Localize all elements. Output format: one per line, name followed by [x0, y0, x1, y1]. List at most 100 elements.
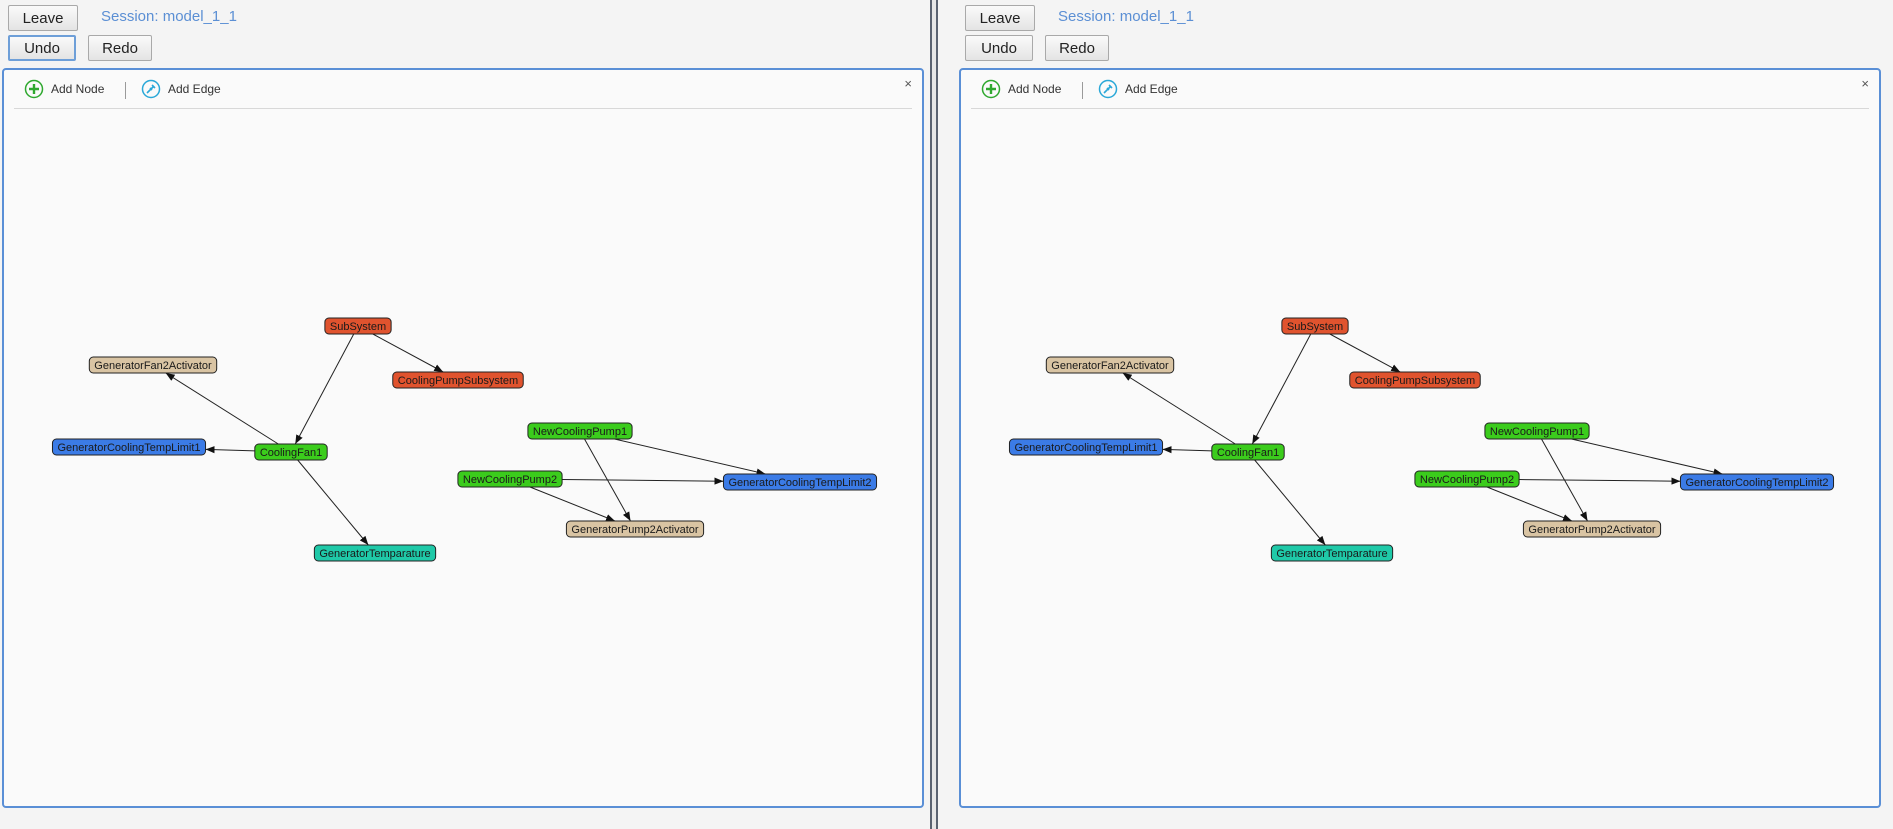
- node-label: GeneratorCoolingTempLimit2: [728, 477, 871, 489]
- node-label: NewCoolingPump2: [463, 474, 557, 486]
- node-box[interactable]: [565, 520, 705, 538]
- leave-button[interactable]: Leave: [965, 5, 1035, 31]
- edge-CoolingFan1-GeneratorCoolingTempLimit1[interactable]: [205, 446, 255, 454]
- redo-button[interactable]: Redo: [88, 35, 152, 61]
- node-NewCoolingPump2[interactable]: NewCoolingPump2: [457, 470, 563, 488]
- undo-button[interactable]: Undo: [8, 35, 76, 61]
- close-icon[interactable]: ×: [904, 76, 912, 91]
- node-GeneratorTemparature[interactable]: GeneratorTemparature: [1270, 544, 1394, 562]
- node-label: CoolingFan1: [260, 447, 322, 459]
- node-box[interactable]: [254, 443, 328, 461]
- graph-svg: SubSystemGeneratorFan2ActivatorCoolingPu…: [1008, 317, 1835, 562]
- edge-NewCoolingPump2-GeneratorPump2Activator[interactable]: [1486, 486, 1573, 522]
- node-box[interactable]: [324, 317, 392, 335]
- node-box[interactable]: [1522, 520, 1662, 538]
- node-NewCoolingPump1[interactable]: NewCoolingPump1: [527, 422, 633, 440]
- node-label: GeneratorCoolingTempLimit2: [1685, 477, 1828, 489]
- node-label: GeneratorTemparature: [1276, 548, 1387, 560]
- leave-button[interactable]: Leave: [8, 5, 78, 31]
- node-label: GeneratorFan2Activator: [1051, 360, 1169, 372]
- node-box[interactable]: [527, 422, 633, 440]
- node-box[interactable]: [722, 473, 878, 491]
- edge-CoolingFan1-GeneratorTemparature[interactable]: [1254, 459, 1326, 546]
- node-NewCoolingPump2[interactable]: NewCoolingPump2: [1414, 470, 1520, 488]
- node-box[interactable]: [1281, 317, 1349, 335]
- node-label: GeneratorCoolingTempLimit1: [1014, 442, 1157, 454]
- node-label: GeneratorCoolingTempLimit1: [57, 442, 200, 454]
- node-box[interactable]: [457, 470, 563, 488]
- node-box[interactable]: [313, 544, 437, 562]
- edge-NewCoolingPump1-GeneratorCoolingTempLimit2[interactable]: [614, 438, 766, 476]
- node-GeneratorPump2Activator[interactable]: GeneratorPump2Activator: [565, 520, 705, 538]
- node-GeneratorCoolingTempLimit2[interactable]: GeneratorCoolingTempLimit2: [722, 473, 878, 491]
- node-SubSystem[interactable]: SubSystem: [1281, 317, 1349, 335]
- node-box[interactable]: [1679, 473, 1835, 491]
- node-box[interactable]: [1211, 443, 1285, 461]
- node-box[interactable]: [88, 356, 218, 374]
- node-box[interactable]: [392, 371, 524, 389]
- node-box[interactable]: [1045, 356, 1175, 374]
- edge-NewCoolingPump2-GeneratorCoolingTempLimit2[interactable]: [562, 477, 724, 485]
- toolbar-separator: [125, 82, 126, 99]
- add-edge-tool[interactable]: Add Edge: [141, 78, 221, 100]
- node-label: NewCoolingPump2: [1420, 474, 1514, 486]
- edge-NewCoolingPump1-GeneratorCoolingTempLimit2[interactable]: [1571, 438, 1723, 476]
- node-CoolingFan1[interactable]: CoolingFan1: [254, 443, 328, 461]
- node-GeneratorFan2Activator[interactable]: GeneratorFan2Activator: [1045, 356, 1175, 374]
- toolbar-separator: [1082, 82, 1083, 99]
- node-CoolingPumpSubsystem[interactable]: CoolingPumpSubsystem: [1349, 371, 1481, 389]
- edge-SubSystem-CoolingPumpSubsystem[interactable]: [372, 333, 444, 373]
- node-NewCoolingPump1[interactable]: NewCoolingPump1: [1484, 422, 1590, 440]
- undo-button[interactable]: Undo: [965, 35, 1033, 61]
- node-GeneratorFan2Activator[interactable]: GeneratorFan2Activator: [88, 356, 218, 374]
- edge-CoolingFan1-GeneratorFan2Activator[interactable]: [1122, 372, 1236, 445]
- add-node-tool[interactable]: Add Node: [981, 78, 1061, 100]
- node-box[interactable]: [1270, 544, 1394, 562]
- edge-CoolingFan1-GeneratorFan2Activator[interactable]: [165, 372, 279, 445]
- node-label: GeneratorPump2Activator: [571, 524, 699, 536]
- node-label: GeneratorPump2Activator: [1528, 524, 1656, 536]
- node-GeneratorCoolingTempLimit1[interactable]: GeneratorCoolingTempLimit1: [1008, 438, 1164, 456]
- node-label: SubSystem: [1287, 321, 1343, 333]
- add-node-tool[interactable]: Add Node: [24, 78, 104, 100]
- left-editor-pane: Leave Session: model_1_1 Undo Redo Add N…: [0, 0, 930, 829]
- node-CoolingFan1[interactable]: CoolingFan1: [1211, 443, 1285, 461]
- node-label: NewCoolingPump1: [533, 426, 627, 438]
- node-label: CoolingPumpSubsystem: [1355, 375, 1475, 387]
- add-edge-tool[interactable]: Add Edge: [1098, 78, 1178, 100]
- node-box[interactable]: [1414, 470, 1520, 488]
- edge-SubSystem-CoolingPumpSubsystem[interactable]: [1329, 333, 1401, 373]
- node-CoolingPumpSubsystem[interactable]: CoolingPumpSubsystem: [392, 371, 524, 389]
- node-GeneratorCoolingTempLimit2[interactable]: GeneratorCoolingTempLimit2: [1679, 473, 1835, 491]
- session-label: Session: model_1_1: [1058, 8, 1194, 25]
- add-node-label: Add Node: [1008, 82, 1062, 96]
- node-box[interactable]: [1484, 422, 1590, 440]
- add-node-icon: [981, 79, 1001, 99]
- edge-SubSystem-CoolingFan1[interactable]: [1251, 333, 1312, 445]
- edge-CoolingFan1-GeneratorCoolingTempLimit1[interactable]: [1162, 446, 1212, 454]
- node-label: CoolingPumpSubsystem: [398, 375, 518, 387]
- node-label: CoolingFan1: [1217, 447, 1279, 459]
- node-SubSystem[interactable]: SubSystem: [324, 317, 392, 335]
- close-icon[interactable]: ×: [1861, 76, 1869, 91]
- edge-NewCoolingPump2-GeneratorCoolingTempLimit2[interactable]: [1519, 477, 1681, 485]
- node-box[interactable]: [1349, 371, 1481, 389]
- edge-NewCoolingPump2-GeneratorPump2Activator[interactable]: [529, 486, 616, 522]
- edge-SubSystem-CoolingFan1[interactable]: [294, 333, 355, 445]
- node-GeneratorPump2Activator[interactable]: GeneratorPump2Activator: [1522, 520, 1662, 538]
- graph-toolbar: Add Node Add Edge: [971, 70, 1869, 109]
- node-GeneratorTemparature[interactable]: GeneratorTemparature: [313, 544, 437, 562]
- node-label: GeneratorFan2Activator: [94, 360, 212, 372]
- add-edge-label: Add Edge: [1125, 82, 1178, 96]
- node-GeneratorCoolingTempLimit1[interactable]: GeneratorCoolingTempLimit1: [51, 438, 207, 456]
- redo-button[interactable]: Redo: [1045, 35, 1109, 61]
- node-box[interactable]: [51, 438, 207, 456]
- session-label: Session: model_1_1: [101, 8, 237, 25]
- node-box[interactable]: [1008, 438, 1164, 456]
- add-edge-icon: [141, 79, 161, 99]
- split-divider[interactable]: [930, 0, 938, 829]
- node-label: NewCoolingPump1: [1490, 426, 1584, 438]
- edge-CoolingFan1-GeneratorTemparature[interactable]: [297, 459, 369, 546]
